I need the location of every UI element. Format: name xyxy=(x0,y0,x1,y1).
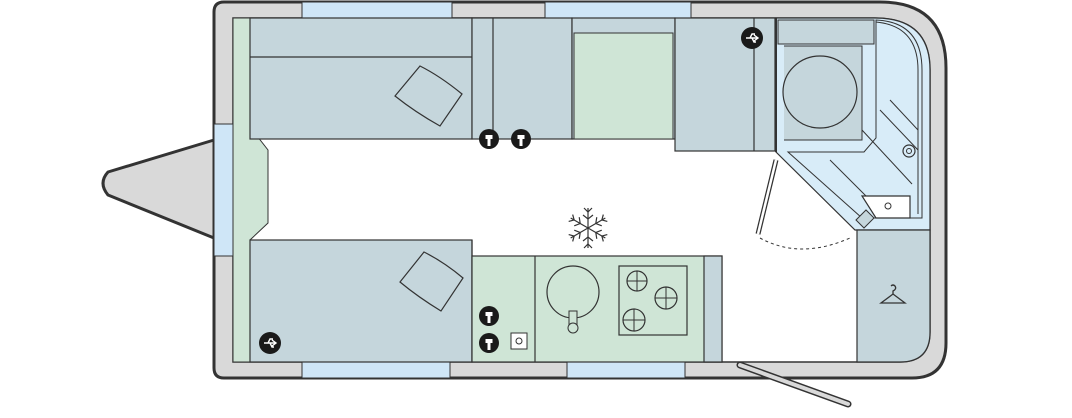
shower-tray xyxy=(786,19,923,219)
usb-icon xyxy=(741,27,763,49)
shower-drain-icon xyxy=(902,144,916,158)
door-icon xyxy=(755,159,851,250)
tow-hitch xyxy=(101,138,216,240)
counter-top xyxy=(571,17,676,140)
cushion-icon xyxy=(399,251,464,312)
bathroom xyxy=(775,17,931,231)
switch-icon xyxy=(510,332,528,350)
window-front xyxy=(213,123,234,257)
hob-icon xyxy=(618,265,688,336)
window-top-left xyxy=(301,1,453,19)
basin-icon xyxy=(855,195,911,229)
sink-icon xyxy=(546,265,600,334)
socket-icon xyxy=(511,129,531,149)
snowflake-icon xyxy=(567,207,609,249)
window-top-right xyxy=(544,1,692,19)
entrance-door xyxy=(736,361,852,408)
socket-icon xyxy=(479,306,499,326)
cabinet-top-left xyxy=(471,17,573,140)
wardrobe-bottom-right xyxy=(856,229,931,363)
hanger-icon xyxy=(879,284,907,304)
toilet-icon xyxy=(782,45,863,141)
window-bottom-right xyxy=(566,361,686,379)
window-bottom-left xyxy=(301,361,451,379)
socket-icon xyxy=(479,129,499,149)
kitchen-counter xyxy=(471,255,723,363)
seat-bottom xyxy=(249,239,473,363)
usb-icon xyxy=(259,332,281,354)
seat-top xyxy=(249,17,473,140)
socket-icon xyxy=(479,333,499,353)
cushion-icon xyxy=(394,65,463,127)
